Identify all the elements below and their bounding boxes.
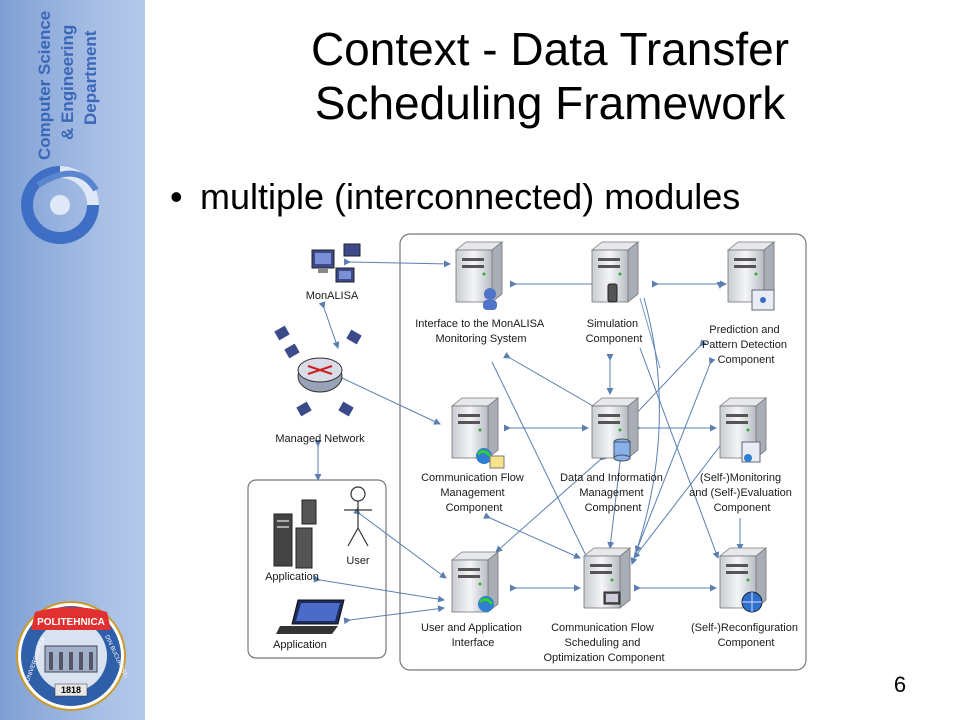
bullet-item: • multiple (interconnected) modules [170, 176, 740, 218]
comm-flow-sched-label: Communication Flow Scheduling and Optimi… [543, 622, 664, 664]
department-logo: Computer Science & Engineering Departmen… [21, 11, 100, 244]
comm-flow-mgmt-line-2: Management [440, 487, 504, 499]
application-label-1: Application [265, 571, 319, 583]
comm-flow-mgmt-line-1: Communication Flow [421, 472, 524, 484]
self-monitoring-label: (Self-)Monitoring and (Self-)Evaluation … [689, 472, 795, 514]
prediction-line-3: Component [718, 354, 775, 366]
monalisa-interface-server-icon [455, 241, 503, 310]
simulation-line-1: Simulation [587, 318, 638, 330]
comm-flow-sched-line-1: Communication Flow [551, 622, 654, 634]
managed-network-icon [274, 325, 362, 417]
dept-line-3: Department [81, 30, 100, 125]
dept-line-1: Computer Science [35, 11, 54, 160]
monalisa-interface-line-2: Monitoring System [435, 333, 526, 345]
self-reconfig-line-2: Component [718, 637, 775, 649]
user-app-interface-server-icon [451, 551, 499, 613]
simulation-label: Simulation Component [586, 318, 643, 345]
title-line-1: Context - Data Transfer [310, 23, 790, 75]
self-reconfig-line-1: (Self-)Reconfiguration [691, 622, 798, 634]
user-app-interface-line-2: Interface [452, 637, 495, 649]
comm-flow-mgmt-line-3: Component [446, 502, 503, 514]
prediction-label: Prediction and Pattern Detection Compone… [702, 324, 790, 366]
comm-flow-sched-server-icon [583, 547, 631, 609]
comm-flow-sched-line-3: Optimization Component [543, 652, 664, 664]
comm-flow-mgmt-label: Communication Flow Management Component [421, 472, 527, 514]
user-app-interface-label: User and Application Interface [421, 622, 525, 649]
prediction-line-2: Pattern Detection [702, 339, 787, 351]
data-info-line-3: Component [585, 502, 642, 514]
application-servers-icon [273, 499, 317, 569]
data-info-line-1: Data and Information [560, 472, 663, 484]
user-label: User [346, 555, 370, 567]
managed-network-label: Managed Network [275, 433, 365, 445]
simulation-line-2: Component [586, 333, 643, 345]
prediction-server-icon [727, 241, 775, 311]
slide-title: Context - Data Transfer Scheduling Frame… [170, 22, 930, 130]
simulation-server-icon [591, 241, 639, 303]
application-laptop-icon [276, 599, 345, 634]
page-number: 6 [893, 672, 907, 697]
bullet-dot-icon: • [170, 176, 183, 217]
university-seal: POLITEHNICA UNIVERSITATEA DIN BUCURESTI … [16, 601, 127, 711]
dept-line-2: & Engineering [58, 25, 77, 140]
self-reconfig-server-icon [719, 547, 767, 613]
comm-flow-mgmt-server-icon [451, 397, 505, 469]
self-monitoring-line-1: (Self-)Monitoring [700, 472, 781, 484]
comm-flow-sched-line-2: Scheduling and [565, 637, 641, 649]
swirl-logo-icon [21, 166, 99, 244]
connections [313, 258, 744, 625]
monalisa-label: MonALISA [306, 290, 359, 302]
monalisa-computers-icon [311, 243, 361, 283]
seal-name: POLITEHNICA [37, 617, 105, 628]
application-label-2: Application [273, 639, 327, 651]
self-monitoring-line-3: Component [714, 502, 771, 514]
monalisa-interface-label: Interface to the MonALISA Monitoring Sys… [415, 318, 546, 345]
user-app-interface-line-1: User and Application [421, 622, 522, 634]
data-info-server-icon [591, 397, 639, 462]
monalisa-interface-line-1: Interface to the MonALISA [415, 318, 545, 330]
framework-boundary [399, 233, 807, 671]
self-reconfig-label: (Self-)Reconfiguration Component [691, 622, 801, 649]
prediction-line-1: Prediction and [709, 324, 779, 336]
seal-banner [31, 607, 111, 630]
sidebar: Computer Science & Engineering Departmen… [0, 0, 145, 720]
data-info-line-2: Management [579, 487, 643, 499]
bullet-text: multiple (interconnected) modules [200, 176, 741, 217]
title-line-2: Scheduling Framework [314, 77, 786, 129]
data-info-label: Data and Information Management Componen… [560, 472, 666, 514]
seal-year: 1818 [61, 685, 81, 695]
self-monitoring-server-icon [719, 397, 767, 463]
self-monitoring-line-2: and (Self-)Evaluation [689, 487, 792, 499]
architecture-diagram: MonALISA Managed Network User Applicatio… [247, 233, 807, 671]
user-icon [344, 486, 372, 547]
